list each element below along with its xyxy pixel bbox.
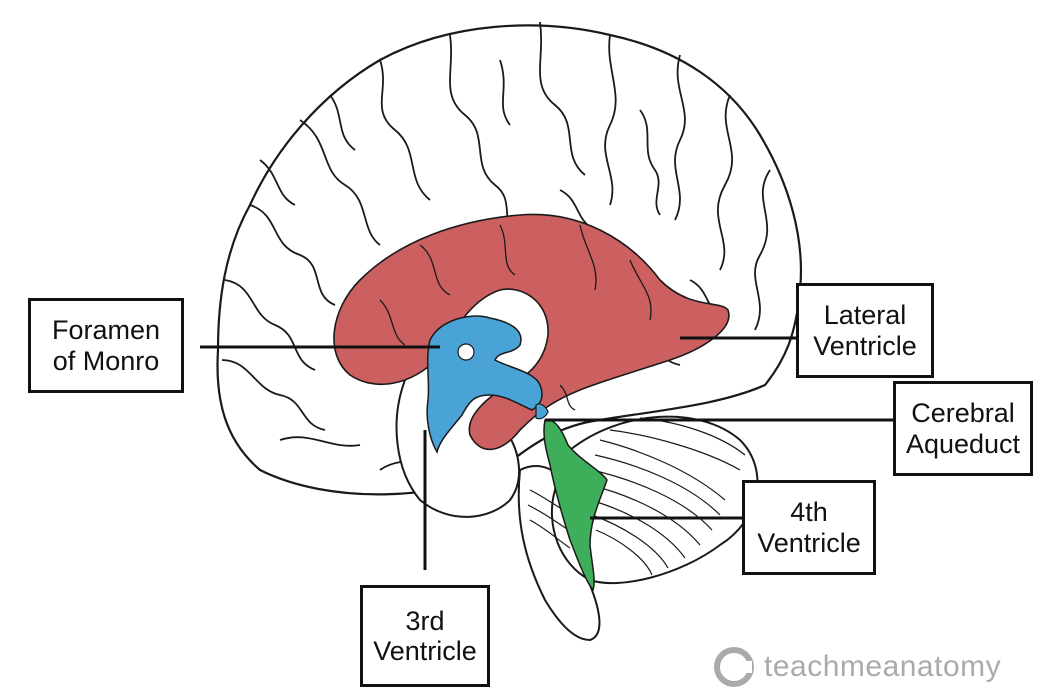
label-cerebral-line1: Cerebral: [911, 398, 1015, 428]
label-lateral-line2: Ventricle: [813, 331, 917, 361]
label-fourth-line1: 4th: [790, 497, 828, 527]
teachmeanatomy-logo-icon: [712, 645, 756, 687]
label-fourth-line2: Ventricle: [757, 528, 861, 558]
label-foramen-line1: Foramen: [52, 315, 160, 345]
label-third-line2: Ventricle: [373, 636, 477, 666]
label-third-line1: 3rd: [405, 606, 444, 636]
label-foramen-of-monro: Foramen of Monro: [28, 298, 184, 393]
interthalamic-adhesion: [458, 344, 474, 360]
label-foramen-line2: of Monro: [53, 346, 160, 376]
watermark-text: teachmeanatomy: [764, 650, 1001, 684]
watermark: teachmeanatomy: [712, 645, 1001, 687]
label-cerebral-aqueduct: Cerebral Aqueduct: [893, 381, 1033, 476]
label-lateral-line1: Lateral: [824, 300, 907, 330]
label-fourth-ventricle: 4th Ventricle: [742, 480, 876, 575]
label-lateral-ventricle: Lateral Ventricle: [796, 283, 934, 378]
label-third-ventricle: 3rd Ventricle: [360, 585, 490, 687]
label-cerebral-line2: Aqueduct: [906, 429, 1020, 459]
